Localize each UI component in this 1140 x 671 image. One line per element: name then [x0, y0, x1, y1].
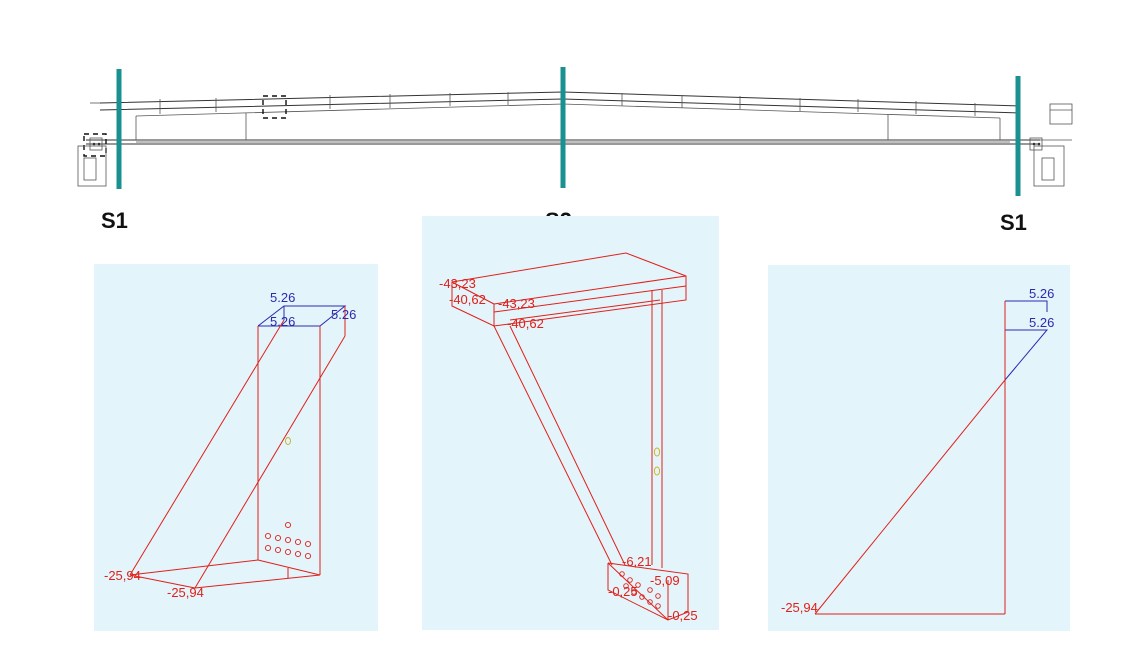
left-value-bottom-2: -25,94: [167, 585, 204, 600]
right-support: [1029, 103, 1073, 187]
right-value-top-2: 5.26: [1029, 315, 1054, 330]
middle-value-bottom-2: -5,09: [650, 573, 680, 588]
left-support: [77, 137, 107, 187]
top-chord-lower: [99, 98, 1021, 114]
middle-negative-zone: [451, 252, 689, 621]
middle-value-top-1: -43,23: [439, 276, 476, 291]
middle-value-bottom-1: -6,21: [622, 554, 652, 569]
section-label-s1-right: S1: [1000, 210, 1027, 235]
middle-value-bottom-4: -0,25: [668, 608, 698, 623]
panel-left-background: [94, 264, 378, 631]
middle-yellow-bolts: [653, 447, 661, 476]
panel-right-stress-view: 5.26 5.26 -25,94: [768, 265, 1070, 631]
left-bolt-holes: [264, 521, 312, 560]
middle-value-top-2: -40,62: [449, 292, 486, 307]
left-value-top-1: 5.26: [270, 290, 295, 305]
detail-marker-top: [262, 95, 287, 119]
truss-elevation: [77, 67, 1073, 196]
left-value-top-2: 5.26: [270, 314, 295, 329]
panel-left-stress-view: 5.26 5.26 5.26 -25,94 -25,94: [94, 264, 378, 631]
section-label-s1-left: S1: [101, 208, 128, 233]
purlins: [159, 92, 976, 116]
left-value-top-3: 5.26: [331, 307, 356, 322]
middle-value-top-3: -43,23: [498, 296, 535, 311]
panel-right-background: [768, 265, 1070, 631]
panel-middle-stress-view: -43,23 -40,62 -43,23 -40,62 -6,21 -5,09 …: [422, 216, 719, 630]
middle-value-bottom-3: -0,25: [608, 584, 638, 599]
left-value-bottom-1: -25,94: [104, 568, 141, 583]
detail-marker-support: [83, 133, 107, 157]
panel-middle-background: [422, 216, 719, 630]
right-value-bottom-1: -25,94: [781, 600, 818, 615]
left-yellow-bolt: [285, 437, 291, 445]
right-negative-zone: [814, 301, 1006, 615]
left-negative-zone: [129, 306, 346, 589]
middle-bolt-holes: [619, 571, 661, 609]
right-value-top-1: 5.26: [1029, 286, 1054, 301]
right-positive-zone: [1004, 300, 1049, 381]
middle-value-top-4: -40,62: [507, 316, 544, 331]
